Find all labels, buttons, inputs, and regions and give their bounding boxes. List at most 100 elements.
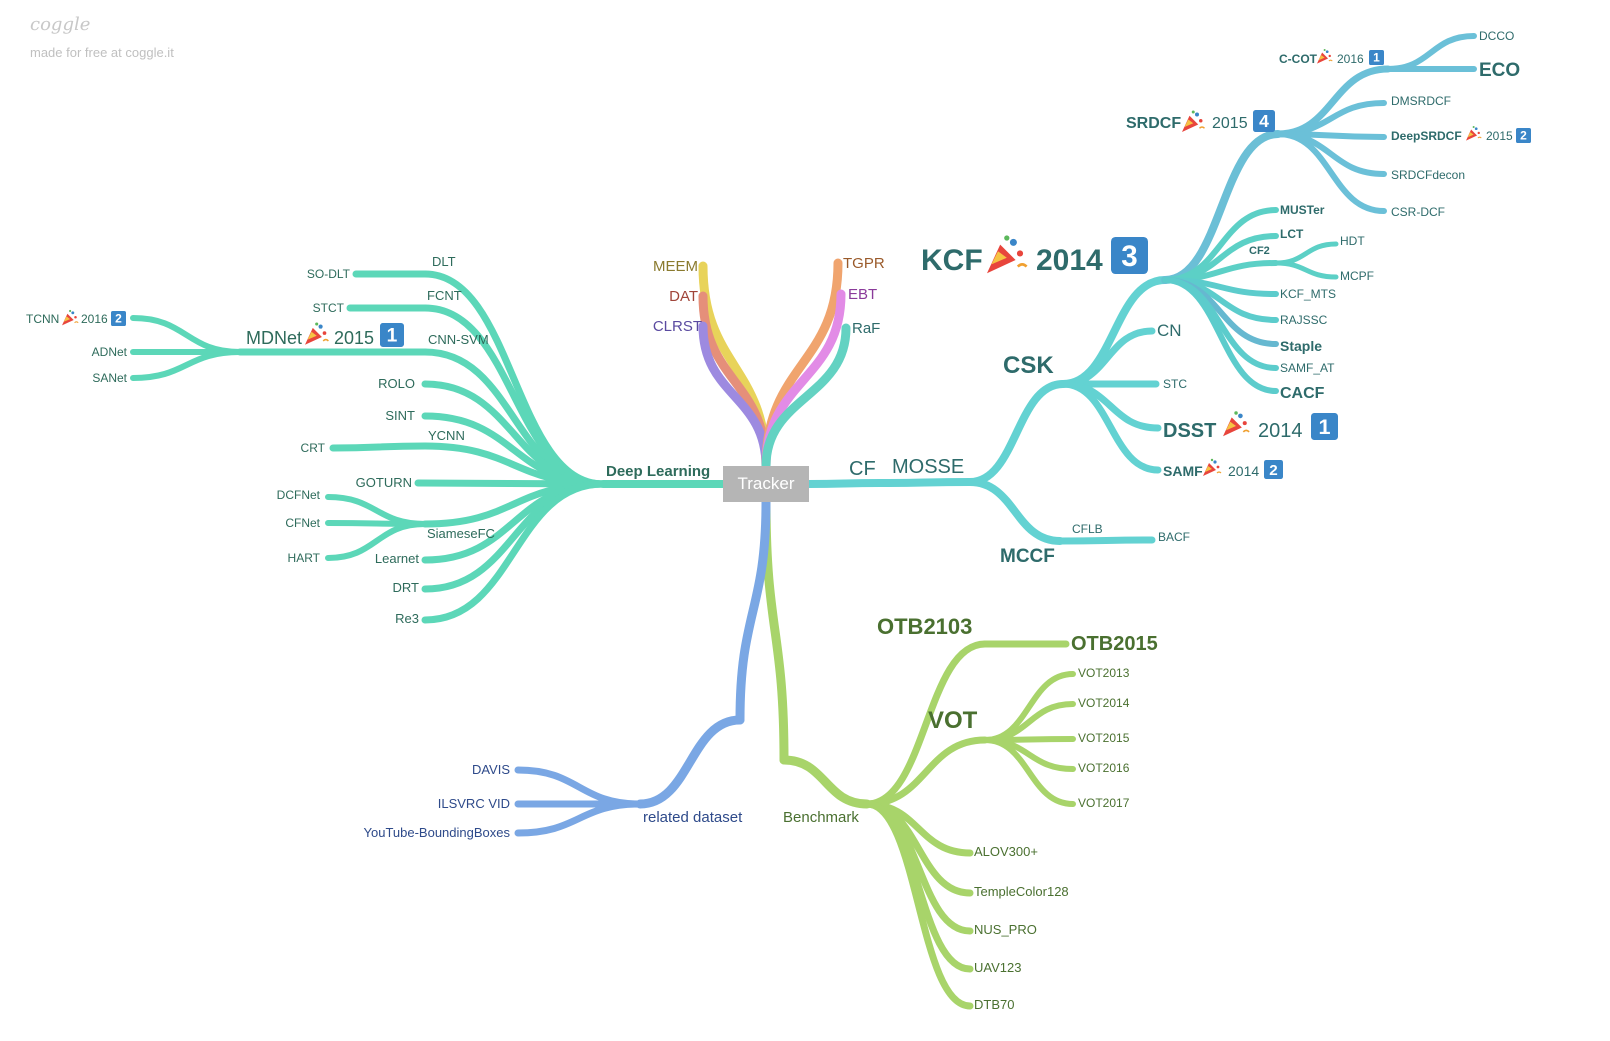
node-samf-at[interactable]: SAMF_AT — [1280, 361, 1335, 375]
node-fcnt[interactable]: FCNT — [427, 288, 462, 303]
node-alov300[interactable]: ALOV300+ — [974, 844, 1038, 859]
node-adnet[interactable]: ADNet — [92, 345, 128, 359]
node-cflb[interactable]: CFLB — [1072, 522, 1103, 536]
node-otb2015[interactable]: OTB2015 — [1071, 633, 1158, 655]
node-mdnet[interactable]: MDNet — [246, 328, 302, 348]
node-hart[interactable]: HART — [288, 551, 321, 565]
branch-vot — [863, 736, 989, 808]
node-srdcf[interactable]: SRDCF — [1126, 115, 1181, 132]
node-mcpf[interactable]: MCPF — [1340, 269, 1374, 283]
branch-csr-dcf — [1275, 131, 1387, 214]
node-tcnn-year[interactable]: 2016 — [81, 312, 108, 326]
node-stct[interactable]: STCT — [313, 301, 345, 315]
node-csk[interactable]: CSK — [1003, 352, 1054, 379]
node-tcnn[interactable]: TCNN — [26, 312, 59, 326]
node-dsst[interactable]: DSST — [1163, 420, 1216, 442]
node-kcf-mts[interactable]: KCF_MTS — [1280, 287, 1336, 301]
center-node-tracker[interactable]: Tracker — [723, 466, 809, 502]
node-deep-learning[interactable]: Deep Learning — [606, 463, 710, 480]
node-ilsvrc-vid[interactable]: ILSVRC VID — [438, 796, 510, 811]
node-sint[interactable]: SINT — [385, 408, 415, 423]
node-dmsrdcf[interactable]: DMSRDCF — [1391, 94, 1451, 108]
node-vot2015[interactable]: VOT2015 — [1078, 731, 1130, 745]
node-sanet[interactable]: SANet — [92, 371, 127, 385]
node-dsst-year[interactable]: 2014 — [1258, 420, 1303, 442]
node-clrst[interactable]: CLRST — [653, 318, 702, 335]
node-benchmark[interactable]: Benchmark — [783, 809, 859, 826]
node-uav123[interactable]: UAV123 — [974, 960, 1021, 975]
node-ccot-year[interactable]: 2016 — [1337, 52, 1364, 66]
node-staple[interactable]: Staple — [1280, 338, 1322, 354]
node-csr-dcf[interactable]: CSR-DCF — [1391, 205, 1445, 219]
node-nus-pro[interactable]: NUS_PRO — [974, 922, 1037, 937]
node-vot2016[interactable]: VOT2016 — [1078, 761, 1130, 775]
srdcf-party-icon — [1182, 110, 1206, 132]
tcnn-party-icon — [62, 309, 79, 326]
node-deepsrdcf-year[interactable]: 2015 — [1486, 129, 1513, 143]
node-dcfnet[interactable]: DCFNet — [277, 488, 321, 502]
node-kcf-year[interactable]: 2014 — [1036, 244, 1103, 277]
branch-hart — [325, 521, 428, 561]
node-ccot[interactable]: C-COT — [1279, 52, 1318, 66]
branch-benchmark — [779, 755, 872, 809]
node-templecolor128[interactable]: TempleColor128 — [974, 884, 1069, 899]
node-youtube-bb[interactable]: YouTube-BoundingBoxes — [364, 825, 511, 840]
coggle-logo: coggle — [30, 14, 91, 35]
node-cf[interactable]: CF — [849, 458, 876, 480]
node-mosse[interactable]: MOSSE — [892, 456, 964, 478]
node-muster[interactable]: MUSTer — [1280, 203, 1325, 217]
node-vot2017[interactable]: VOT2017 — [1078, 796, 1130, 810]
samf-party-icon — [1203, 458, 1222, 476]
node-kcf[interactable]: KCF — [921, 244, 983, 277]
node-crt[interactable]: CRT — [301, 441, 326, 455]
node-re3[interactable]: Re3 — [395, 611, 419, 626]
node-otb2103[interactable]: OTB2103 — [877, 614, 972, 639]
node-dlt[interactable]: DLT — [432, 254, 456, 269]
node-davis[interactable]: DAVIS — [472, 762, 510, 777]
node-raf[interactable]: RaF — [852, 320, 880, 337]
node-rolo[interactable]: ROLO — [378, 376, 415, 391]
node-so-dlt[interactable]: SO-DLT — [307, 267, 351, 281]
node-cn[interactable]: CN — [1157, 321, 1182, 340]
svg-text:4: 4 — [1259, 111, 1269, 131]
node-srdcfdecon[interactable]: SRDCFdecon — [1391, 168, 1465, 182]
node-lct[interactable]: LCT — [1280, 227, 1304, 241]
node-cfnet[interactable]: CFNet — [285, 516, 320, 530]
node-vot2014[interactable]: VOT2014 — [1078, 696, 1130, 710]
node-mdnet-year[interactable]: 2015 — [334, 328, 374, 348]
node-dat[interactable]: DAT — [669, 288, 698, 305]
node-goturn[interactable]: GOTURN — [356, 475, 412, 490]
node-ycnn[interactable]: YCNN — [428, 428, 465, 443]
deepsrdcf-party-icon — [1466, 125, 1482, 141]
node-cacf[interactable]: CACF — [1280, 385, 1325, 402]
node-rajssc[interactable]: RAJSSC — [1280, 313, 1328, 327]
node-siamesefc[interactable]: SiameseFC — [427, 526, 495, 541]
node-samf-year[interactable]: 2014 — [1228, 463, 1259, 479]
branch-sanet — [130, 349, 243, 381]
node-dcco[interactable]: DCCO — [1479, 29, 1514, 43]
node-stc[interactable]: STC — [1163, 377, 1187, 391]
node-eco[interactable]: ECO — [1479, 60, 1520, 81]
node-dtb70[interactable]: DTB70 — [974, 997, 1014, 1012]
node-samf[interactable]: SAMF — [1163, 463, 1203, 479]
branch-raf — [761, 323, 851, 471]
node-cnn-svm[interactable]: CNN-SVM — [428, 332, 489, 347]
node-mccf[interactable]: MCCF — [1000, 546, 1055, 567]
branch-dcco — [1385, 33, 1477, 72]
node-related-dataset[interactable]: related dataset — [643, 809, 743, 826]
node-bacf[interactable]: BACF — [1158, 530, 1190, 544]
node-tgpr[interactable]: TGPR — [843, 255, 885, 272]
node-learnet[interactable]: Learnet — [375, 551, 419, 566]
node-deepsrdcf[interactable]: DeepSRDCF — [1391, 129, 1462, 143]
dsst-party-icon — [1223, 411, 1250, 437]
branch-csk — [966, 380, 1067, 486]
node-ebt[interactable]: EBT — [848, 286, 877, 303]
node-vot2013[interactable]: VOT2013 — [1078, 666, 1130, 680]
node-hdt[interactable]: HDT — [1340, 234, 1365, 248]
node-srdcf-year[interactable]: 2015 — [1212, 115, 1248, 132]
node-cf2[interactable]: CF2 — [1249, 245, 1270, 257]
node-drt[interactable]: DRT — [393, 580, 420, 595]
node-meem[interactable]: MEEM — [653, 258, 698, 275]
node-vot[interactable]: VOT — [928, 707, 978, 734]
node-labels: MEEM DAT CLRST TGPR EBT RaF Deep Learning DLT SO… — [26, 29, 1520, 1012]
